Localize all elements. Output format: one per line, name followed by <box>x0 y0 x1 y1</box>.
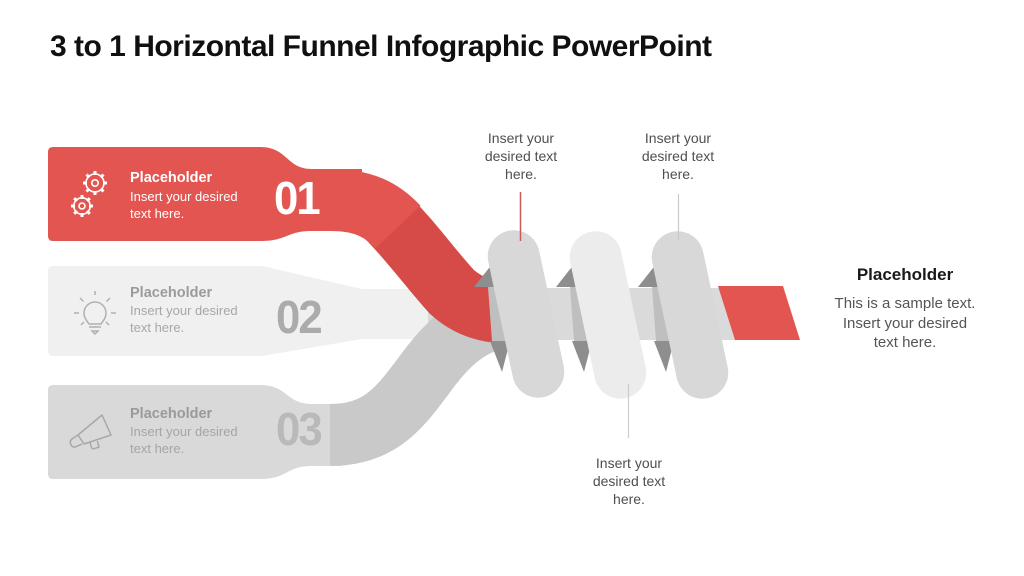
right-block-body: This is a sample text. Insert your desir… <box>834 295 976 351</box>
coil-1 <box>474 230 565 398</box>
coil-2 <box>556 231 647 399</box>
right-text-block: Placeholder This is a sample text. Inser… <box>810 265 1000 353</box>
band-03-shape <box>48 385 342 479</box>
band-01-body: Insert your desired text here. <box>130 189 238 221</box>
band-01-shape <box>48 147 362 241</box>
coil-3-bottom-shadow <box>654 341 674 372</box>
callout-bottom: Insert your desired text here. <box>592 455 666 507</box>
band-02-body: Insert your desired text here. <box>130 303 238 335</box>
coil-3-capsule <box>651 231 729 399</box>
band-02-shape <box>48 266 428 356</box>
band-01-ribbon <box>329 169 421 249</box>
coil-3 <box>638 231 729 399</box>
slide-title: 3 to 1 Horizontal Funnel Infographic Pow… <box>50 30 712 63</box>
band-03-number: 03 <box>276 403 323 455</box>
megaphone-icon <box>69 414 112 450</box>
lightbulb-icon <box>74 291 116 336</box>
coil-1-bottom-shadow <box>490 341 510 372</box>
band-03-body: Insert your desired text here. <box>130 424 238 456</box>
band-01-number: 01 <box>274 172 321 224</box>
coil-1-capsule <box>487 230 565 398</box>
right-block-title: Placeholder <box>856 265 954 284</box>
coil-2-bottom-shadow <box>572 341 592 372</box>
callout-top-left: Insert your desired text here. <box>484 130 558 182</box>
band-02-label: Placeholder <box>130 285 213 301</box>
band-02-number: 02 <box>276 291 323 343</box>
coil-2-capsule <box>569 231 647 399</box>
band-03-label: Placeholder <box>130 406 213 422</box>
band-01-label: Placeholder <box>130 170 213 186</box>
callout-top-right: Insert your desired text here. <box>641 130 715 182</box>
funnel-exit-shape <box>718 286 800 340</box>
gears-icon <box>71 171 107 217</box>
